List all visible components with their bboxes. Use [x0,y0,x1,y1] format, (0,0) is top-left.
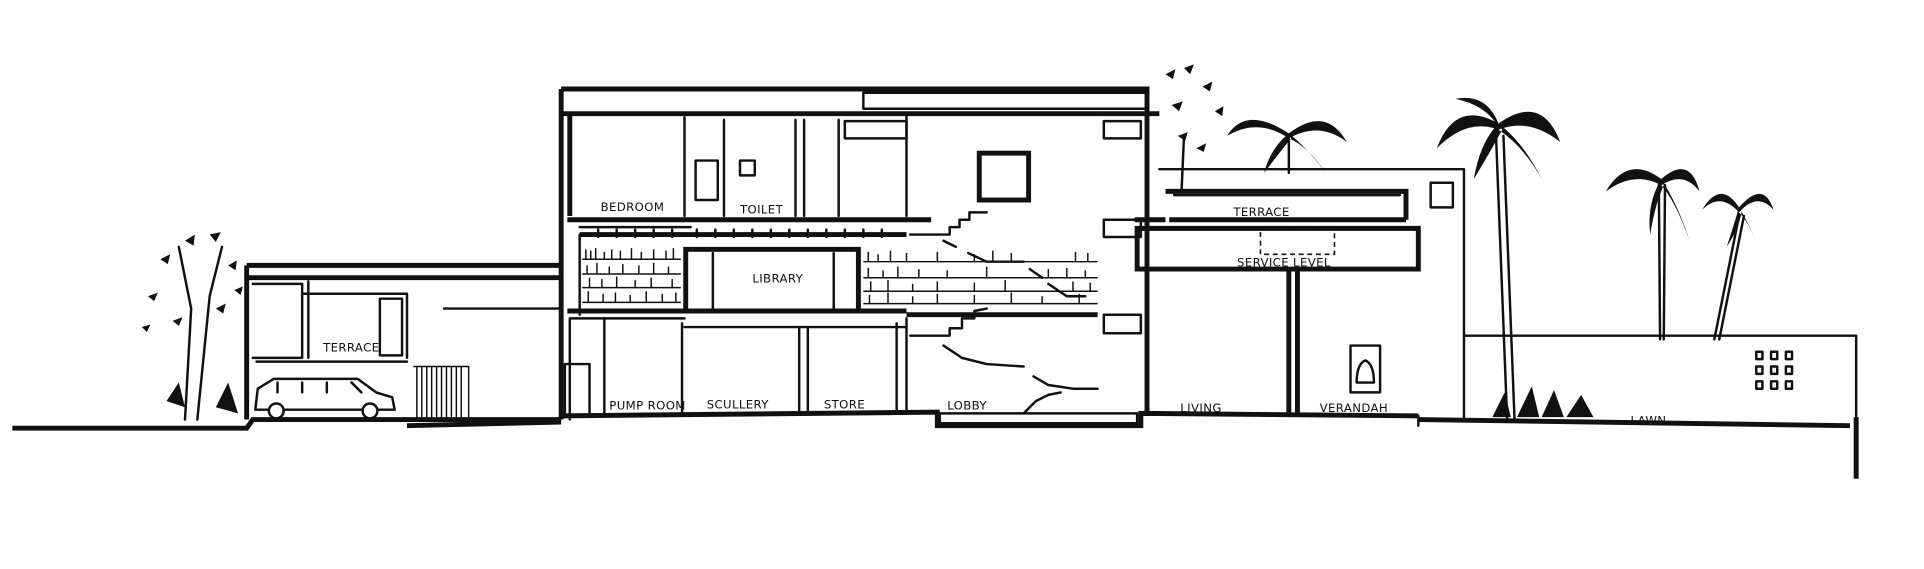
bookshelves-left [582,248,681,304]
label-terrace-left: TERRACE [322,341,379,355]
ground-line [12,409,1859,479]
label-pump-room: PUMP ROOM [609,399,685,413]
car-icon [254,377,396,420]
label-lobby: LOBBY [947,399,987,413]
label-service-level: SERVICE LEVEL [1237,256,1331,270]
tree-left-icon [141,232,243,421]
label-bedroom: BEDROOM [601,200,665,214]
label-store: STORE [824,397,865,411]
right-wing [1134,167,1858,427]
palm-tree-icon [1227,97,1774,421]
label-scullery: SCULLERY [707,397,770,411]
staircase [908,211,1099,415]
label-library: LIBRARY [752,272,803,286]
left-annex [244,262,563,420]
label-living: LIVING [1180,401,1221,415]
beam-teeth [596,228,884,239]
vent-blocks [1755,350,1794,390]
label-toilet: TOILET [739,203,784,217]
label-verandah: VERANDAH [1320,401,1388,415]
label-lawn: LAWN [1630,413,1666,427]
fence [413,365,470,420]
bookshelves-right [863,250,1098,305]
label-terrace-upper: TERRACE [1232,205,1289,219]
tree-center-icon [1165,64,1224,193]
room-labels: BEDROOM TOILET LIBRARY TERRACE SERVICE L… [322,200,1666,427]
main-building-section [558,86,1166,425]
